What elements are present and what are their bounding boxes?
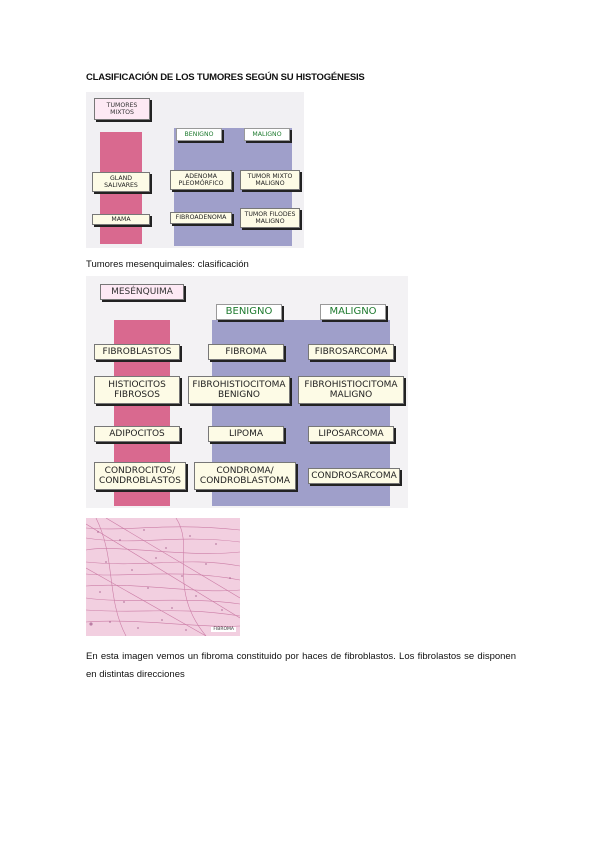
malign-tumor-filodes: TUMOR FILODES MALIGNO xyxy=(240,208,300,228)
origin-gland-salivares: GLAND SALIVARES xyxy=(92,172,150,192)
fibroma-micrograph: FIBROMA xyxy=(86,518,240,636)
benign-fibroadenoma: FIBROADENOMA xyxy=(170,212,232,224)
benign-condroma: CONDROMA/ CONDROBLASTOMA xyxy=(194,462,296,490)
malign-condrosarcoma: CONDROSARCOMA xyxy=(308,468,400,484)
tissue-fibers-graphic xyxy=(86,518,240,636)
benign-adenoma: ADENOMA PLEOMÓRFICO xyxy=(170,170,232,190)
mesenchymal-diagram: MESÉNQUIMA BENIGNO MALIGNO FIBROBLASTOS … xyxy=(86,276,408,508)
header-maligno: MALIGNO xyxy=(320,304,386,320)
header-mesenquima: MESÉNQUIMA xyxy=(100,284,184,300)
origin-condrocitos: CONDROCITOS/ CONDROBLASTOS xyxy=(94,462,186,490)
origin-mama: MAMA xyxy=(92,214,150,225)
benign-lipoma: LIPOMA xyxy=(208,426,284,442)
malign-tumor-mixto: TUMOR MIXTO MALIGNO xyxy=(240,170,300,190)
header-maligno: MALIGNO xyxy=(244,128,290,141)
origin-fibroblastos: FIBROBLASTOS xyxy=(94,344,180,360)
description-paragraph: En esta imagen vemos un fibroma constitu… xyxy=(86,651,516,680)
malign-fibrohistiocitoma: FIBROHISTIOCITOMA MALIGNO xyxy=(298,376,404,404)
mesenchymal-caption: Tumores mesenquimales: clasificación xyxy=(86,259,249,270)
benign-fibroma: FIBROMA xyxy=(208,344,284,360)
photo-label: FIBROMA xyxy=(211,627,236,632)
header-benigno: BENIGNO xyxy=(216,304,282,320)
malign-fibrosarcoma: FIBROSARCOMA xyxy=(308,344,394,360)
header-benigno: BENIGNO xyxy=(176,128,222,141)
origin-adipocitos: ADIPOCITOS xyxy=(94,426,180,442)
benign-fibrohistiocitoma: FIBROHISTIOCITOMA BENIGNO xyxy=(188,376,290,404)
malign-liposarcoma: LIPOSARCOMA xyxy=(308,426,394,442)
mixed-tumors-diagram: TUMORES MIXTOS BENIGNO MALIGNO GLAND SAL… xyxy=(86,92,304,248)
page-title: CLASIFICACIÓN DE LOS TUMORES SEGÚN SU HI… xyxy=(86,72,365,83)
origin-histiocitos: HISTIOCITOS FIBROSOS xyxy=(94,376,180,404)
header-tumores-mixtos: TUMORES MIXTOS xyxy=(94,98,150,120)
